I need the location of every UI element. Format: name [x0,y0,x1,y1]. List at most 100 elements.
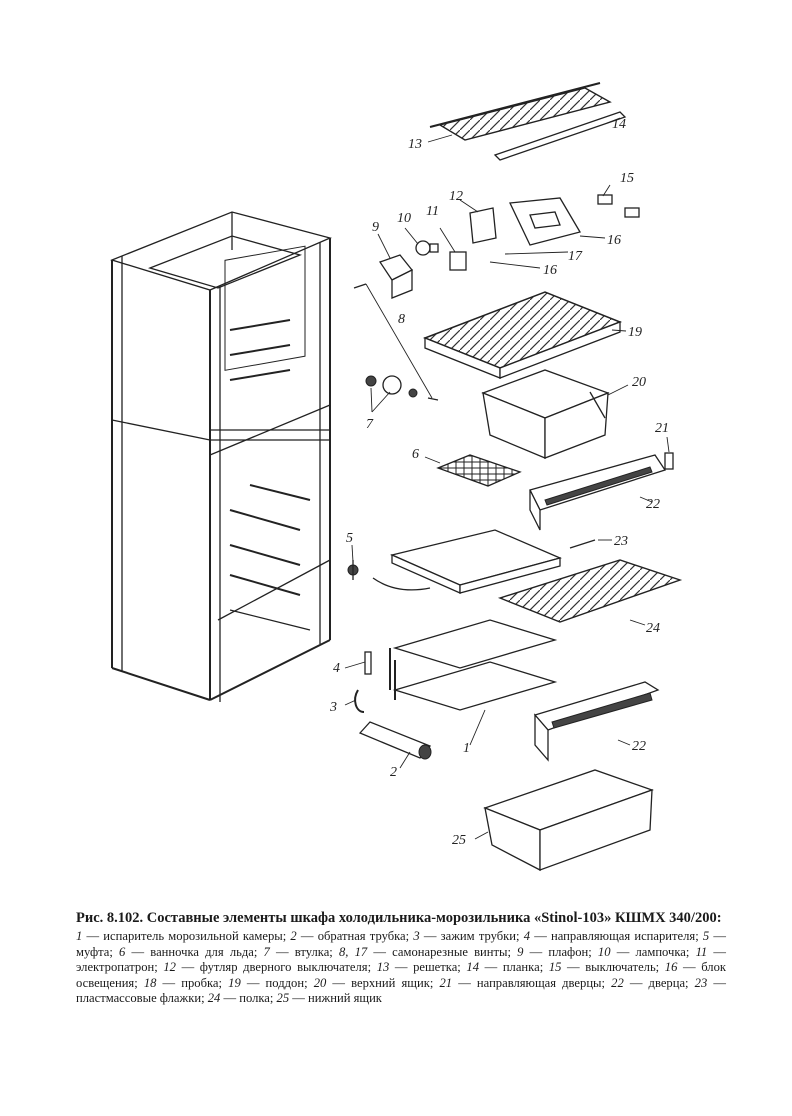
legend-number: 15 [548,960,562,974]
part-2-return-tube [358,721,432,760]
part-19-tray [422,291,623,379]
legend-number: 6 [119,944,126,959]
legend-number: 9 [517,944,524,959]
legend-description: — пластмассовые флажки; [76,975,726,1006]
legend-description: — полка; [220,991,277,1005]
legend-description: — футляр дверного выключателя; [175,960,377,974]
legend-number: 18 [143,975,157,990]
legend-number: 7 [263,944,270,959]
freezer-inner-panel [224,245,306,381]
legend-description: — выключатель; [561,960,665,974]
fridge-guides [217,484,331,631]
legend-description: — электропатрон; [76,944,727,975]
label-19: 19 [628,325,642,340]
legend-description: — лампочка; [610,944,696,959]
part-4-evaporator-guide [364,651,372,675]
legend-number: 12 [163,960,176,974]
legend-description: — муфта; [76,929,727,959]
part-labels: 13 14 15 12 11 10 9 16 17 16 8 19 20 7 2… [329,117,669,848]
legend-number: 2 [290,929,297,943]
legend-description: — самонарезные винты; [367,944,518,959]
legend-description: — направляющая испарителя; [530,929,703,943]
label-17: 17 [568,249,583,264]
part-22-door-upper [529,454,667,531]
caption-legend: 1 — испаритель морозильной камеры; 2 — о… [76,929,726,1007]
legend-number: 19 [228,975,241,990]
legend-description: — направляющая дверцы; [452,975,612,990]
legend-description: — ванночка для льда; [125,944,264,959]
part-5-coupling [347,560,359,580]
legend-description: — плафон; [523,944,598,959]
label-3: 3 [329,700,337,715]
legend-number: 10 [597,944,611,959]
legend-description: — планка; [479,960,549,974]
part-10-bulb [415,240,439,256]
legend-number: 21 [439,975,453,990]
part-25-lower-drawer [483,769,654,872]
label-22-top: 22 [646,497,660,512]
figure-caption: Рис. 8.102. Составные элементы шкафа хол… [76,910,726,1007]
legend-description: — поддон; [240,975,314,990]
legend-number: 20 [313,975,327,990]
legend-number: 23 [694,975,708,990]
legend-description: — нижний ящик [289,991,382,1005]
part-22-door-lower [533,681,660,762]
legend-description: — блок освещения; [76,960,727,990]
label-25: 25 [452,833,466,848]
part-9-shade [378,254,414,299]
legend-number: 14 [466,960,479,974]
legend-number: 25 [276,991,290,1005]
legend-number: 11 [695,944,708,959]
label-23: 23 [614,534,628,549]
caption-title: Рис. 8.102. Составные элементы шкафа хол… [76,910,722,926]
legend-description: — решетка; [389,960,467,974]
exploded-view-diagram: 13 14 15 12 11 10 9 16 17 16 8 19 20 7 2… [110,82,683,872]
legend-description: — втулка; [269,944,339,959]
label-7: 7 [366,417,374,432]
part-13-grille [429,82,612,141]
part-23-evaporator-top [372,529,596,594]
label-16-top: 16 [607,233,621,248]
label-4: 4 [333,661,340,676]
label-22-bottom: 22 [632,739,646,754]
legend-number: 8, 17 [338,944,368,959]
label-12: 12 [449,189,463,204]
label-14: 14 [612,117,626,132]
label-1: 1 [463,741,470,756]
label-10: 10 [397,211,411,226]
label-6: 6 [412,447,419,462]
label-13: 13 [408,137,422,152]
legend-number: 22 [611,975,624,990]
part-15-switch [597,194,640,218]
part-24-shelf [497,559,683,623]
part-11-socket [449,251,467,271]
label-24: 24 [646,621,660,636]
label-5: 5 [346,531,353,546]
part-1-evaporator [389,619,558,711]
part-16-lighting-block [509,197,581,246]
legend-number: 5 [702,929,710,943]
label-2: 2 [390,765,397,780]
part-3-clamp [354,689,365,713]
legend-number: 3 [413,929,420,943]
legend-description: — верхний ящик; [326,975,440,990]
label-8: 8 [398,312,405,327]
part-12-switch-housing [469,207,497,244]
label-9: 9 [372,220,379,235]
part-8-screws [353,283,439,401]
legend-number: 16 [664,960,678,974]
part-20-upper-drawer [481,369,610,459]
part-21-guide [664,452,674,470]
legend-description: — зажим трубки; [419,929,524,943]
leader-lines [344,117,670,840]
cabinet-frame [110,211,332,702]
label-16-bottom: 16 [543,263,557,278]
part-6-ice-tray [436,454,522,487]
legend-description: — испаритель морозильной камеры; [82,929,291,943]
legend-description: — пробка; [156,975,229,990]
legend-description: — дверца; [623,975,695,990]
part-14-strip [493,111,627,161]
label-15: 15 [620,171,634,186]
legend-number: 4 [523,929,531,943]
label-20: 20 [632,375,646,390]
